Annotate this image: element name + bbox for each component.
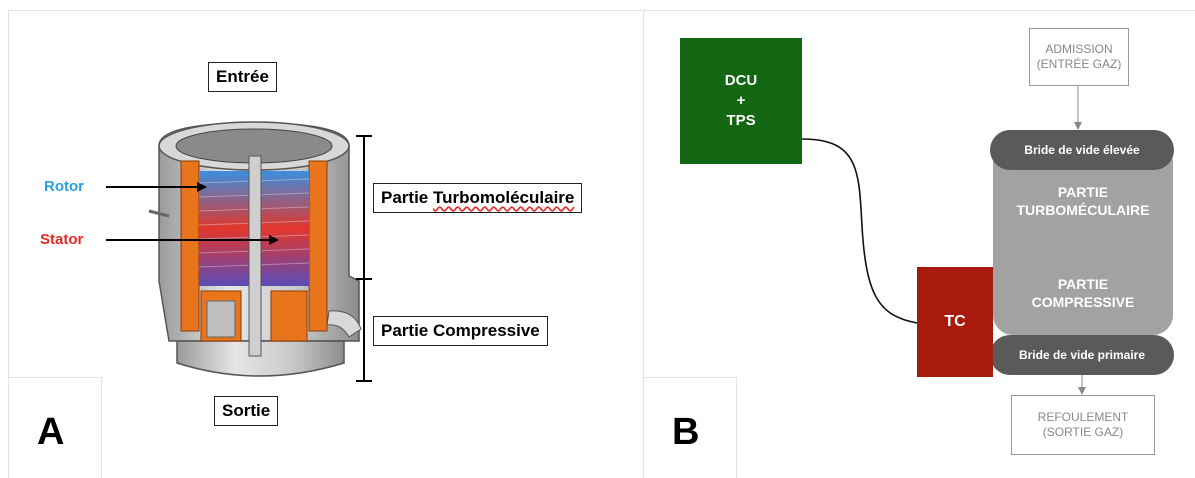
admission-line1: ADMISSION — [1045, 42, 1113, 56]
partie-turbo-prefix: Partie — [381, 188, 433, 207]
tc-box: TC — [917, 267, 993, 377]
panel-a-letter: A — [37, 411, 65, 453]
panel-b: DCU + TPS ADMISSION (ENTRÉE GAZ) Bride d… — [643, 10, 1195, 478]
admission-line2: (ENTRÉE GAZ) — [1036, 57, 1122, 71]
dcu-line2: + — [736, 92, 746, 109]
stator-label: Stator — [40, 231, 84, 248]
refoulement-line2: (SORTIE GAZ) — [1042, 425, 1124, 439]
dcu-tps-box: DCU + TPS — [680, 38, 802, 164]
turbopump-cutaway-illustration — [106, 121, 372, 382]
rotor-label: Rotor — [44, 178, 84, 195]
panel-b-connectors — [801, 84, 1086, 395]
partie-turbo-line2: TURBOMÉCULAIRE — [1016, 202, 1150, 218]
partie-compressive-text: PARTIE COMPRESSIVE — [993, 275, 1173, 311]
partie-compressive-line2: COMPRESSIVE — [1031, 294, 1135, 310]
entree-label: Entrée — [208, 62, 277, 92]
sortie-label: Sortie — [214, 396, 279, 426]
partie-turbo-text: PARTIE TURBOMÉCULAIRE — [993, 183, 1173, 219]
panel-b-letter-box: B — [644, 377, 737, 478]
dcu-line3: TPS — [726, 112, 756, 129]
partie-compressive-label: Partie Compressive — [373, 316, 548, 346]
partie-compressive-line1: PARTIE — [1057, 276, 1109, 292]
bride-vide-elevee: Bride de vide élevée — [990, 130, 1174, 170]
bride-vide-primaire: Bride de vide primaire — [990, 335, 1174, 375]
partie-turbo-line1: PARTIE — [1057, 184, 1109, 200]
refoulement-box: REFOULEMENT (SORTIE GAZ) — [1011, 395, 1155, 455]
panel-a-letter-box: A — [9, 377, 102, 478]
panel-a: Entrée Sortie Rotor Stator Partie Turbom… — [8, 10, 642, 478]
dcu-line1: DCU — [724, 72, 758, 89]
pump-body — [993, 142, 1173, 335]
refoulement-line1: REFOULEMENT — [1037, 410, 1129, 424]
panel-b-letter: B — [672, 411, 700, 453]
partie-turbo-word: Turbomoléculaire — [432, 188, 575, 207]
admission-box: ADMISSION (ENTRÉE GAZ) — [1029, 28, 1129, 86]
partie-turbomoleculaire-label: Partie Turbomoléculaire — [373, 183, 583, 213]
